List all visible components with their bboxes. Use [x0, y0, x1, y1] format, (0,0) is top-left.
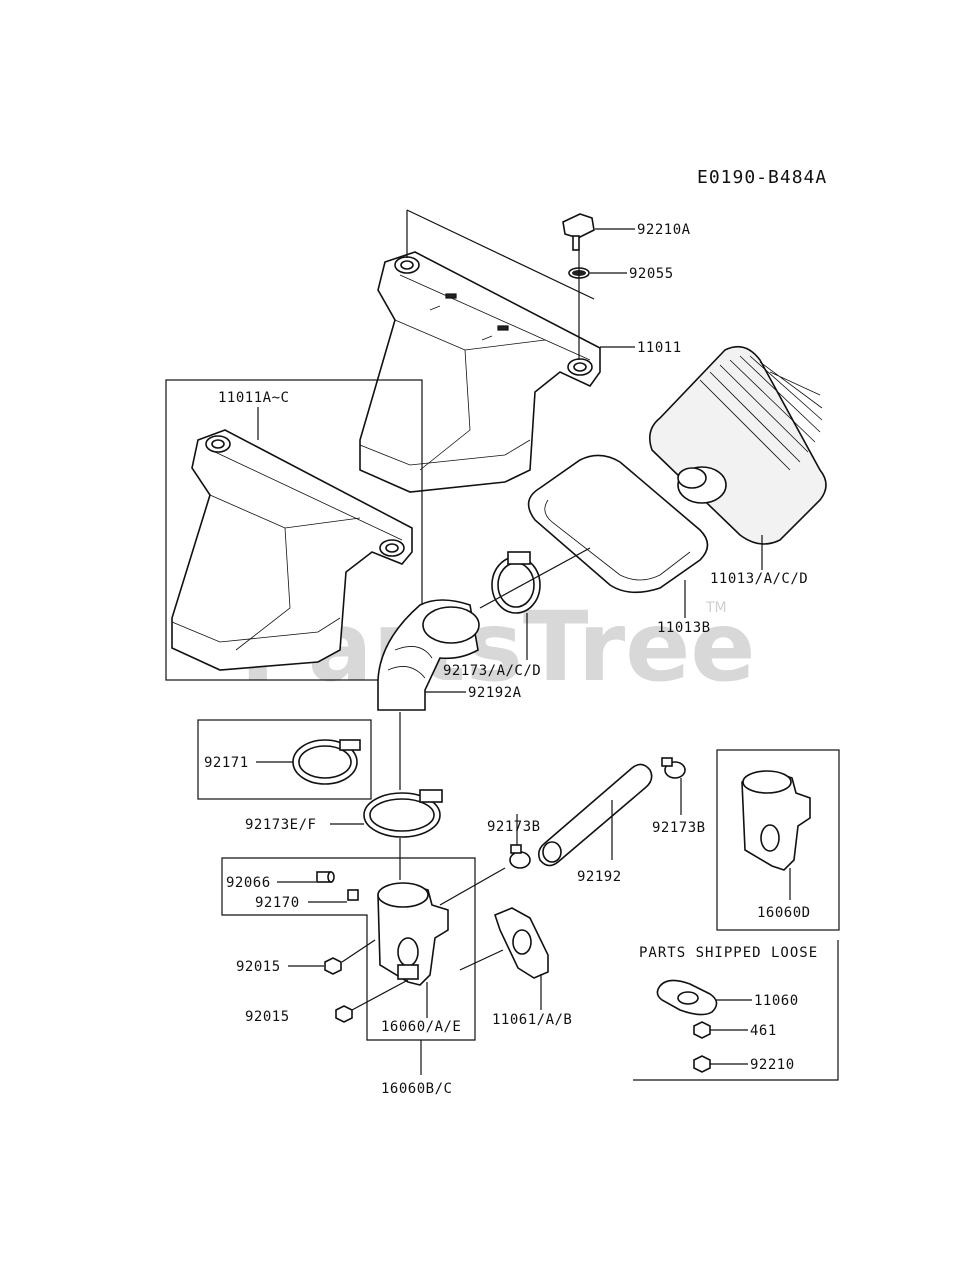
label-461: 461 — [750, 1023, 777, 1039]
label-16060D: 16060D — [757, 905, 811, 921]
label-11013B: 11013B — [657, 620, 711, 636]
label-92210A: 92210A — [637, 222, 691, 238]
clamp-92173EF — [363, 789, 443, 838]
clamp-92173ACD — [491, 551, 541, 614]
air-cleaner-cover — [359, 251, 601, 493]
clamp-92173B-right — [661, 757, 686, 779]
box-parts-shipped-loose — [633, 940, 839, 1081]
diagram-id: E0190-B484A — [697, 167, 827, 188]
watermark-trademark: TM — [705, 600, 727, 616]
hose-92192 — [538, 763, 653, 867]
label-92173B-right: 92173B — [652, 820, 706, 836]
label-11011AC: 11011A~C — [218, 390, 289, 406]
label-92055: 92055 — [629, 266, 674, 282]
label-11060: 11060 — [754, 993, 799, 1009]
label-92192: 92192 — [577, 869, 622, 885]
box-11011AC — [165, 379, 423, 681]
nut-92210 — [693, 1055, 711, 1073]
label-92066: 92066 — [226, 875, 271, 891]
label-92015-lower: 92015 — [245, 1009, 290, 1025]
wing-bolt-92210A — [562, 213, 595, 251]
nut-461 — [693, 1021, 711, 1039]
elbow-hose-92192A — [377, 599, 480, 711]
air-filter-element — [649, 345, 827, 545]
gasket-11060 — [656, 979, 718, 1016]
fitting-92066 — [316, 871, 335, 883]
gasket-11061AB — [494, 907, 549, 979]
label-92173B-left: 92173B — [487, 819, 541, 835]
label-92171: 92171 — [204, 755, 249, 771]
parts-shipped-loose-header: PARTS SHIPPED LOOSE — [639, 945, 818, 961]
label-92192A: 92192A — [468, 685, 522, 701]
label-11013ACD: 11013/A/C/D — [710, 571, 808, 587]
pre-cleaner-11013B — [527, 454, 709, 594]
nut-92015-upper — [324, 957, 342, 975]
label-92170: 92170 — [255, 895, 300, 911]
clamp-92173B-left — [509, 844, 531, 869]
clamp-92171 — [292, 739, 361, 785]
label-11061AB: 11061/A/B — [492, 1012, 572, 1028]
alt-air-cleaner-cover — [171, 429, 413, 671]
nut-92015-lower — [335, 1005, 353, 1023]
label-11011: 11011 — [637, 340, 682, 356]
label-92015-upper: 92015 — [236, 959, 281, 975]
box-16060D — [716, 749, 840, 931]
box-16060AE — [221, 857, 476, 1041]
label-92210: 92210 — [750, 1057, 795, 1073]
label-16060BC: 16060B/C — [381, 1081, 452, 1097]
screw-92170 — [347, 889, 359, 901]
intake-elbow-16060D — [741, 770, 811, 871]
intake-elbow-16060AE — [377, 882, 449, 986]
label-92173EF: 92173E/F — [245, 817, 316, 833]
box-92171 — [197, 719, 372, 800]
label-92173ACD: 92173/A/C/D — [443, 663, 541, 679]
label-16060AE: 16060/A/E — [381, 1019, 461, 1035]
